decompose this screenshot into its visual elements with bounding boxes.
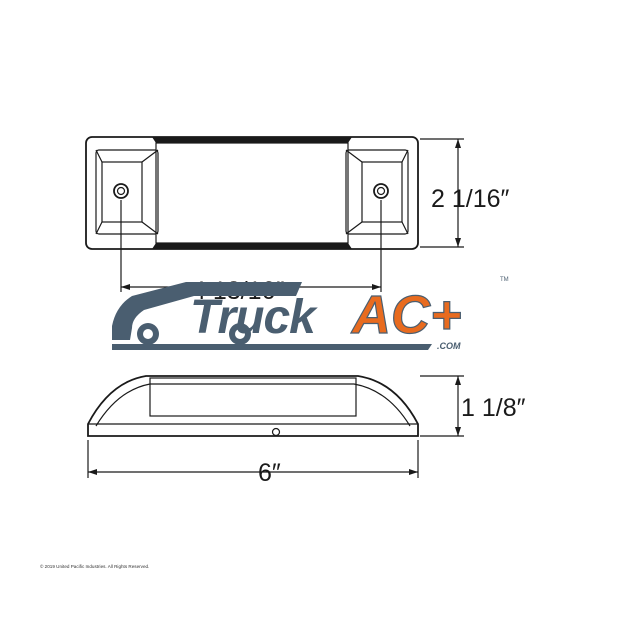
side-view-drain-hole <box>271 427 281 437</box>
side-view-lens <box>149 377 357 417</box>
truck-ac-watermark-logo: Truck AC+ .COM TM <box>112 277 509 351</box>
side-view-height-label: 1 1/8″ <box>461 394 526 422</box>
side-view-length-label: 6″ <box>258 459 281 487</box>
side-view: 1 1/8″ 6″ <box>87 375 526 487</box>
top-view-height-dimension <box>420 138 464 248</box>
logo-brand-truck: Truck <box>190 291 318 344</box>
logo-trademark: TM <box>500 277 509 283</box>
top-view-lens <box>155 142 349 244</box>
right-mounting-hole <box>373 183 389 199</box>
right-mounting-pocket <box>345 149 409 235</box>
top-view-lens-bottom-bar <box>152 243 352 249</box>
top-view-lens-top-bar <box>152 137 352 143</box>
logo-underline <box>112 344 432 350</box>
side-view-height-dimension <box>420 375 464 437</box>
side-view-body <box>87 375 419 437</box>
left-mounting-hole <box>113 183 129 199</box>
top-view: 2 1/16″ 4 13/16″ <box>85 136 510 305</box>
left-mounting-pocket <box>95 149 159 235</box>
side-view-length-dimension <box>87 440 419 478</box>
logo-domain-suffix: .COM <box>437 341 461 351</box>
truck-cab-shape <box>112 282 302 340</box>
logo-brand-ac: AC+ <box>350 285 462 345</box>
top-view-height-label: 2 1/16″ <box>431 185 510 213</box>
top-view-outline <box>85 136 419 250</box>
copyright-notice: © 2019 United Pacific Industries. All Ri… <box>40 563 149 569</box>
